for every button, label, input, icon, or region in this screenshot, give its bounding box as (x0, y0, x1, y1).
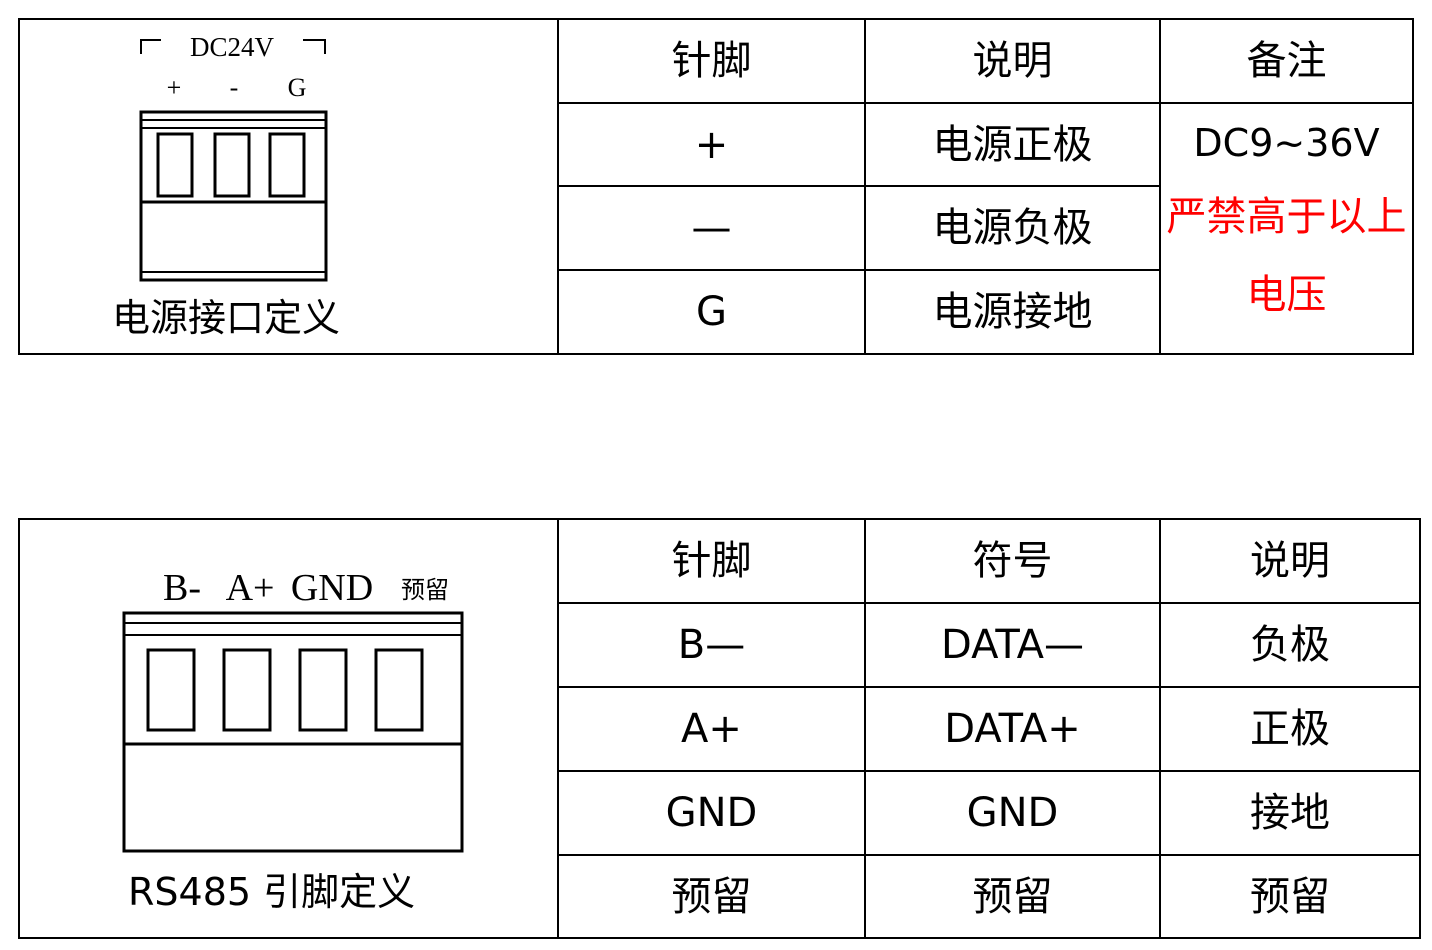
pin-label-reserved: 预留 (401, 577, 449, 604)
voltage-warning: 严禁高于以上电压 (1166, 194, 1407, 319)
pin-cell: B— (557, 602, 866, 688)
voltage-range: DC9~36V (1193, 120, 1380, 165)
description-cell: 预留 (1159, 854, 1421, 939)
symbol-cell: GND (864, 770, 1161, 856)
pin-cell: G (557, 269, 866, 355)
pin-cell: — (557, 185, 866, 271)
description-cell: 负极 (1159, 602, 1421, 688)
power-connector-figure-cell: DC24V + - G 电源接口定义 (18, 18, 559, 355)
header-symbol: 符号 (864, 518, 1161, 604)
pin-label-ground: G (288, 73, 307, 102)
rs485-connector-figure-cell: B- A+ GND 预留 RS485 引脚定义 (18, 518, 559, 939)
terminal-slot (268, 132, 306, 198)
header-pin: 针脚 (557, 18, 866, 104)
description-cell: 电源正极 (864, 102, 1161, 187)
terminal-slot (213, 132, 251, 198)
pin-cell: GND (557, 770, 866, 856)
dc24v-label: DC24V (190, 32, 275, 62)
header-description: 说明 (864, 18, 1161, 104)
power-figure-caption: 电源接口定义 (112, 296, 341, 340)
rs485-connector-diagram: B- A+ GND 预留 (122, 567, 464, 853)
pin-cell: A+ (557, 686, 866, 772)
pin-label-minus: - (230, 73, 239, 102)
header-description: 说明 (1159, 518, 1421, 604)
description-cell: 电源接地 (864, 269, 1161, 355)
pin-cell: + (557, 102, 866, 187)
terminal-slot (374, 648, 424, 732)
terminal-slot (156, 132, 194, 198)
power-connector-diagram: DC24V + - G (139, 32, 328, 282)
terminal-slot (146, 648, 196, 732)
pin-label-plus: + (167, 73, 182, 102)
symbol-cell: DATA+ (864, 686, 1161, 772)
terminal-slot (298, 648, 348, 732)
pin-label-gnd: GND (291, 567, 373, 609)
remark-cell: DC9~36V 严禁高于以上电压 (1159, 102, 1414, 355)
rs485-pin-table: B- A+ GND 预留 RS485 引脚定义 针脚 符号 说明 B— DATA… (18, 518, 1421, 939)
header-pin: 针脚 (557, 518, 866, 604)
pin-label-b-minus: B- (163, 567, 201, 609)
description-cell: 正极 (1159, 686, 1421, 772)
symbol-cell: DATA— (864, 602, 1161, 688)
description-cell: 电源负极 (864, 185, 1161, 271)
power-interface-table: DC24V + - G 电源接口定义 针脚 说明 备注 + 电源正极 DC9~3 (18, 18, 1414, 355)
pin-cell: 预留 (557, 854, 866, 939)
description-cell: 接地 (1159, 770, 1421, 856)
rs485-figure-caption: RS485 引脚定义 (128, 870, 416, 914)
terminal-slot (222, 648, 272, 732)
pin-label-a-plus: A+ (226, 567, 275, 609)
symbol-cell: 预留 (864, 854, 1161, 939)
header-remark: 备注 (1159, 18, 1414, 104)
